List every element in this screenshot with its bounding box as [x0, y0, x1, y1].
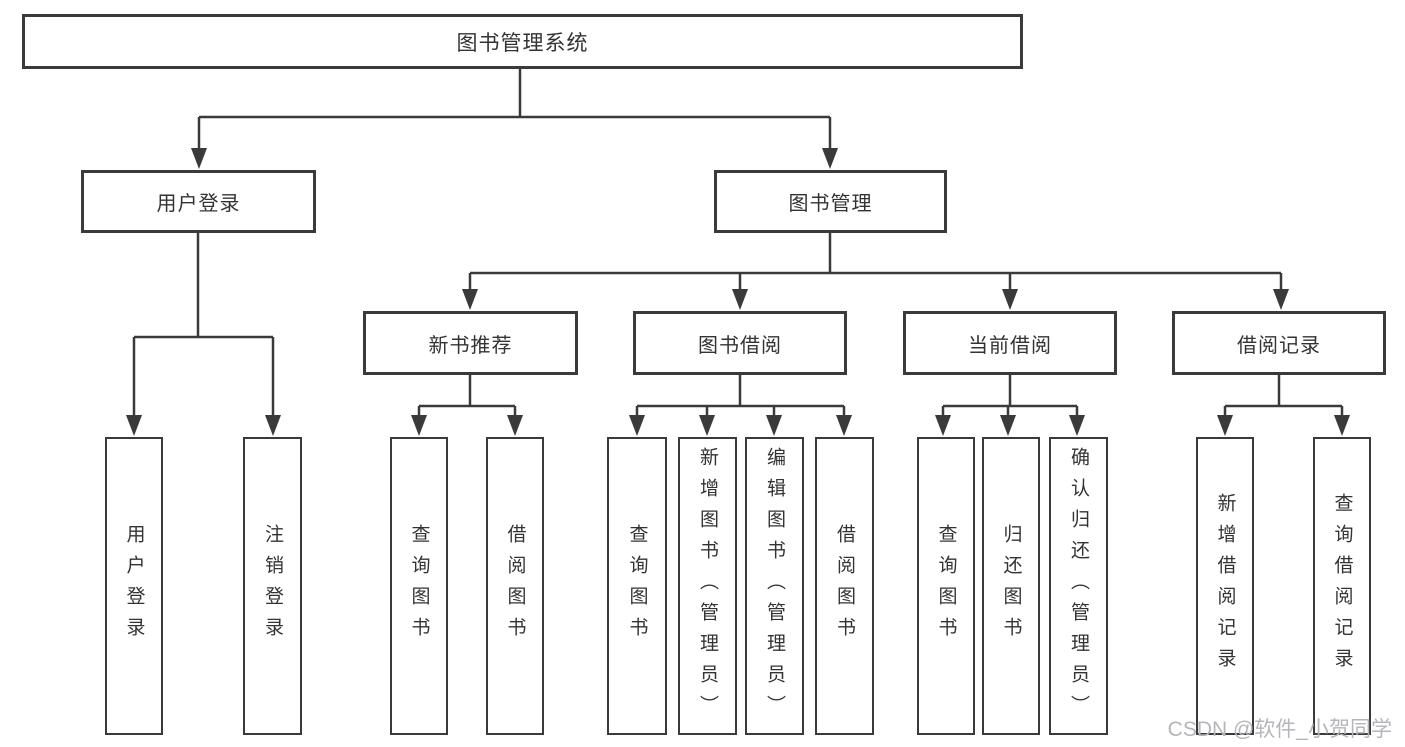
node-leaf-add-borrow-record: 新增借阅记录 [1196, 437, 1254, 735]
node-label: 用户登录 [123, 524, 145, 648]
connector-root-to-level2 [197, 69, 832, 149]
node-label: 图书管理 [788, 193, 873, 215]
node-leaf-user-login: 用户登录 [105, 437, 163, 735]
connector-user-login-branch [132, 233, 275, 416]
arrowheads [126, 148, 1350, 436]
connector-current-borrow-branch [941, 375, 1079, 416]
node-label: 注销登录 [262, 524, 283, 648]
node-label: 用户登录 [156, 193, 241, 215]
node-label: 查询图书 [626, 524, 648, 648]
node-label: 编辑图书（管理员） [764, 446, 785, 726]
node-book-management: 图书管理 [714, 170, 947, 233]
node-current-borrow: 当前借阅 [903, 311, 1117, 375]
node-book-borrow: 图书借阅 [633, 311, 847, 375]
connector-new-book-branch [417, 375, 517, 416]
node-label: 新增借阅记录 [1214, 493, 1236, 679]
node-label: 新书推荐 [428, 334, 513, 357]
node-user-login: 用户登录 [81, 170, 316, 233]
node-label: 新增图书（管理员） [697, 446, 718, 726]
node-label: 图书管理系统 [456, 31, 589, 55]
connector-book-management-branch [468, 233, 1283, 290]
node-leaf-confirm-return-admin: 确认归还（管理员） [1049, 437, 1108, 735]
node-label: 图书借阅 [698, 334, 782, 357]
node-leaf-add-books-admin: 新增图书（管理员） [678, 437, 737, 735]
node-new-book-recommend: 新书推荐 [363, 311, 578, 375]
node-label: 确认归还（管理员） [1068, 446, 1089, 726]
connector-book-borrow-branch [635, 375, 846, 416]
node-leaf-query-books-1: 查询图书 [390, 437, 448, 735]
node-leaf-logout: 注销登录 [243, 437, 302, 735]
node-label: 借阅记录 [1237, 334, 1321, 357]
node-leaf-edit-books-admin: 编辑图书（管理员） [745, 437, 804, 735]
node-label: 查询图书 [935, 524, 957, 648]
node-label: 借阅图书 [504, 524, 526, 648]
csdn-watermark: CSDN @软件_小贺同学 [1167, 718, 1392, 741]
node-label: 查询借阅记录 [1331, 493, 1353, 679]
node-leaf-borrow-books-1: 借阅图书 [486, 437, 544, 735]
node-borrow-records: 借阅记录 [1172, 311, 1386, 375]
node-label: 归还图书 [1000, 524, 1022, 648]
node-label: 当前借阅 [968, 334, 1052, 357]
node-leaf-borrow-books-2: 借阅图书 [815, 437, 874, 735]
node-label: 借阅图书 [834, 524, 855, 648]
connector-borrow-records-branch [1223, 375, 1344, 416]
node-label: 查询图书 [408, 524, 430, 648]
node-leaf-query-borrow-record: 查询借阅记录 [1313, 437, 1371, 735]
node-leaf-query-books-3: 查询图书 [917, 437, 975, 735]
node-leaf-query-books-2: 查询图书 [607, 437, 667, 735]
node-leaf-return-books: 归还图书 [982, 437, 1040, 735]
node-library-management-system: 图书管理系统 [22, 14, 1023, 69]
